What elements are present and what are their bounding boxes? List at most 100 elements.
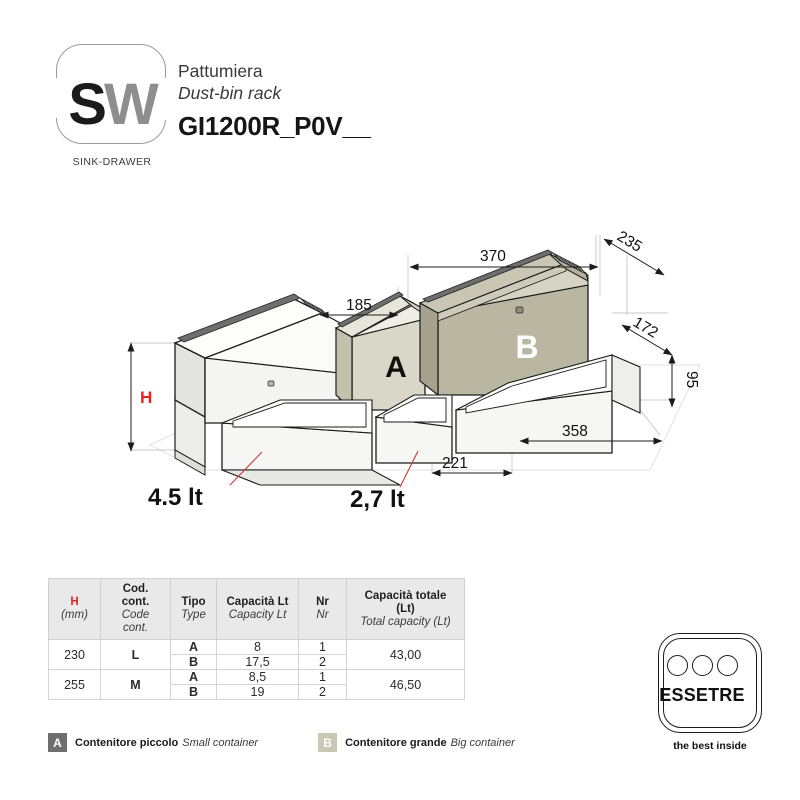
capacity-leader-large [229, 451, 263, 486]
legend-label-a-it: Contenitore piccolo [75, 736, 179, 749]
cell-type: A [170, 669, 217, 685]
col-header-nr-it: Nr [316, 596, 329, 608]
dimension-95: 95 [668, 354, 700, 408]
capacity-label-large: 4.5 lt [148, 484, 203, 511]
tray-small-front [374, 394, 453, 464]
cell-code: L [100, 639, 171, 670]
col-header-capacity-en: Capacity Lt [228, 609, 287, 621]
cell-total-capacity: 46,50 [346, 669, 465, 700]
dimension-95-label: 95 [683, 371, 700, 388]
dimension-358: 358 [519, 423, 663, 445]
essetre-wordmark: ESSETRE [659, 685, 745, 705]
cell-height: 230 [48, 639, 101, 670]
col-header-type-it: Tipo [181, 596, 206, 608]
specification-table-wrapper: H (mm) Cod. cont. Code cont. Tipo Type C… [48, 578, 465, 700]
dimension-235-label: 235 [614, 228, 645, 256]
cell-nr: 2 [298, 684, 347, 700]
dimension-358-label: 358 [562, 423, 588, 440]
dimension-370: 370 [409, 248, 599, 271]
table-body: 230 L A 8 1 43,00 B 17,5 2 255 M A [48, 639, 465, 700]
col-header-total-en: Total capacity (Lt) [360, 615, 451, 628]
dimension-172: 172 [621, 314, 673, 356]
logo-wordmark: SW [58, 76, 166, 134]
product-code: GI1200R_P0V__ [178, 111, 371, 141]
col-header-nr-en: Nr [316, 609, 329, 621]
cell-type: B [170, 654, 217, 670]
product-title-block: Pattumiera Dust-bin rack GI1200R_P0V__ [178, 60, 371, 142]
cell-type: B [170, 684, 217, 700]
legend-item-a: A Contenitore piccolo Small container [48, 733, 258, 752]
capacity-label-small: 2,7 lt [350, 486, 405, 513]
dimension-H-label: H [140, 388, 152, 407]
dimension-235: 235 [603, 228, 665, 276]
dimension-185: 185 [319, 297, 399, 319]
col-header-code: Cod. cont. Code cont. [100, 578, 171, 640]
cell-total-capacity: 43,00 [346, 639, 465, 670]
dimension-221: 221 [431, 455, 513, 477]
sw-brand-logo: SW SINK-DRAWER [48, 44, 176, 174]
table-row: 230 L A 8 1 43,00 [48, 639, 465, 670]
dimension-height-H: H [127, 342, 152, 452]
essetre-dots-group [650, 655, 754, 676]
dimension-370-label: 370 [480, 248, 506, 265]
cell-capacity: 17,5 [216, 654, 299, 670]
technical-drawing: A [0, 195, 800, 545]
essetre-outer-frame [658, 633, 762, 733]
cell-capacity: 19 [216, 684, 299, 700]
base-rail [174, 449, 206, 476]
legend-badge-a: A [48, 733, 67, 752]
logo-frame-mask-right [160, 78, 171, 120]
legend-label-b-it: Contenitore grande [345, 736, 447, 749]
col-header-code-en: Code cont. [121, 609, 150, 634]
product-title-english: Dust-bin rack [178, 83, 282, 103]
col-header-total: Capacità totale (Lt) Total capacity (Lt) [346, 578, 465, 640]
logo-letter-s: S [68, 72, 107, 137]
specification-table: H (mm) Cod. cont. Code cont. Tipo Type C… [48, 578, 465, 700]
dimension-221-label: 221 [442, 455, 468, 472]
bin-label-a: A [385, 351, 407, 384]
bin-label-b: B [515, 329, 538, 365]
cell-code: M [100, 669, 171, 700]
cell-nr: 1 [298, 639, 347, 655]
bin-large-b: B [418, 249, 589, 397]
circle-icon-1 [666, 655, 688, 676]
tray-large-front [221, 399, 401, 486]
col-header-nr: Nr Nr [298, 578, 347, 640]
col-header-type: Tipo Type [170, 578, 217, 640]
legend-label-a-en: Small container [182, 736, 259, 749]
circle-icon-2 [691, 655, 713, 676]
legend-label-b-en: Big container [450, 736, 515, 749]
col-header-capacity: Capacità Lt Capacity Lt [216, 578, 299, 640]
product-title-italian: Pattumiera [178, 61, 263, 81]
logo-tagline: SINK-DRAWER [72, 156, 152, 168]
legend-item-b: B Contenitore grande Big container [318, 733, 515, 752]
col-header-code-it: Cod. cont. [121, 583, 150, 608]
table-row: 255 M A 8,5 1 46,50 [48, 669, 465, 700]
cell-capacity: 8,5 [216, 669, 299, 685]
table-header-row: H (mm) Cod. cont. Code cont. Tipo Type C… [48, 578, 465, 640]
col-header-h-en: (mm) [61, 609, 88, 621]
col-header-h-it: H [70, 596, 79, 608]
logo-letter-w: W [103, 72, 159, 137]
capacity-leader-small [399, 450, 419, 488]
page-header: SW SINK-DRAWER Pattumiera Dust-bin rack … [0, 0, 800, 200]
col-header-capacity-it: Capacità Lt [226, 596, 289, 608]
isometric-drawing-svg: A [127, 228, 701, 513]
cell-type: A [170, 639, 217, 655]
table-row: B 19 2 [49, 684, 465, 700]
dimension-185-label: 185 [346, 297, 372, 314]
table-row: B 17,5 2 [49, 654, 465, 670]
col-header-total-it: Capacità totale (Lt) [364, 589, 447, 615]
col-header-h: H (mm) [48, 578, 101, 640]
dimension-172-label: 172 [630, 314, 661, 342]
legend: A Contenitore piccolo Small container B … [48, 733, 515, 752]
essetre-tagline: the best inside [673, 740, 747, 752]
table-header: H (mm) Cod. cont. Code cont. Tipo Type C… [48, 578, 465, 640]
logo-frame-mask-left [52, 78, 61, 118]
col-header-type-en: Type [181, 609, 206, 621]
cell-capacity: 8 [216, 639, 299, 655]
cell-nr: 1 [298, 669, 347, 685]
cell-nr: 2 [298, 654, 347, 670]
circle-icon-3 [716, 655, 738, 676]
